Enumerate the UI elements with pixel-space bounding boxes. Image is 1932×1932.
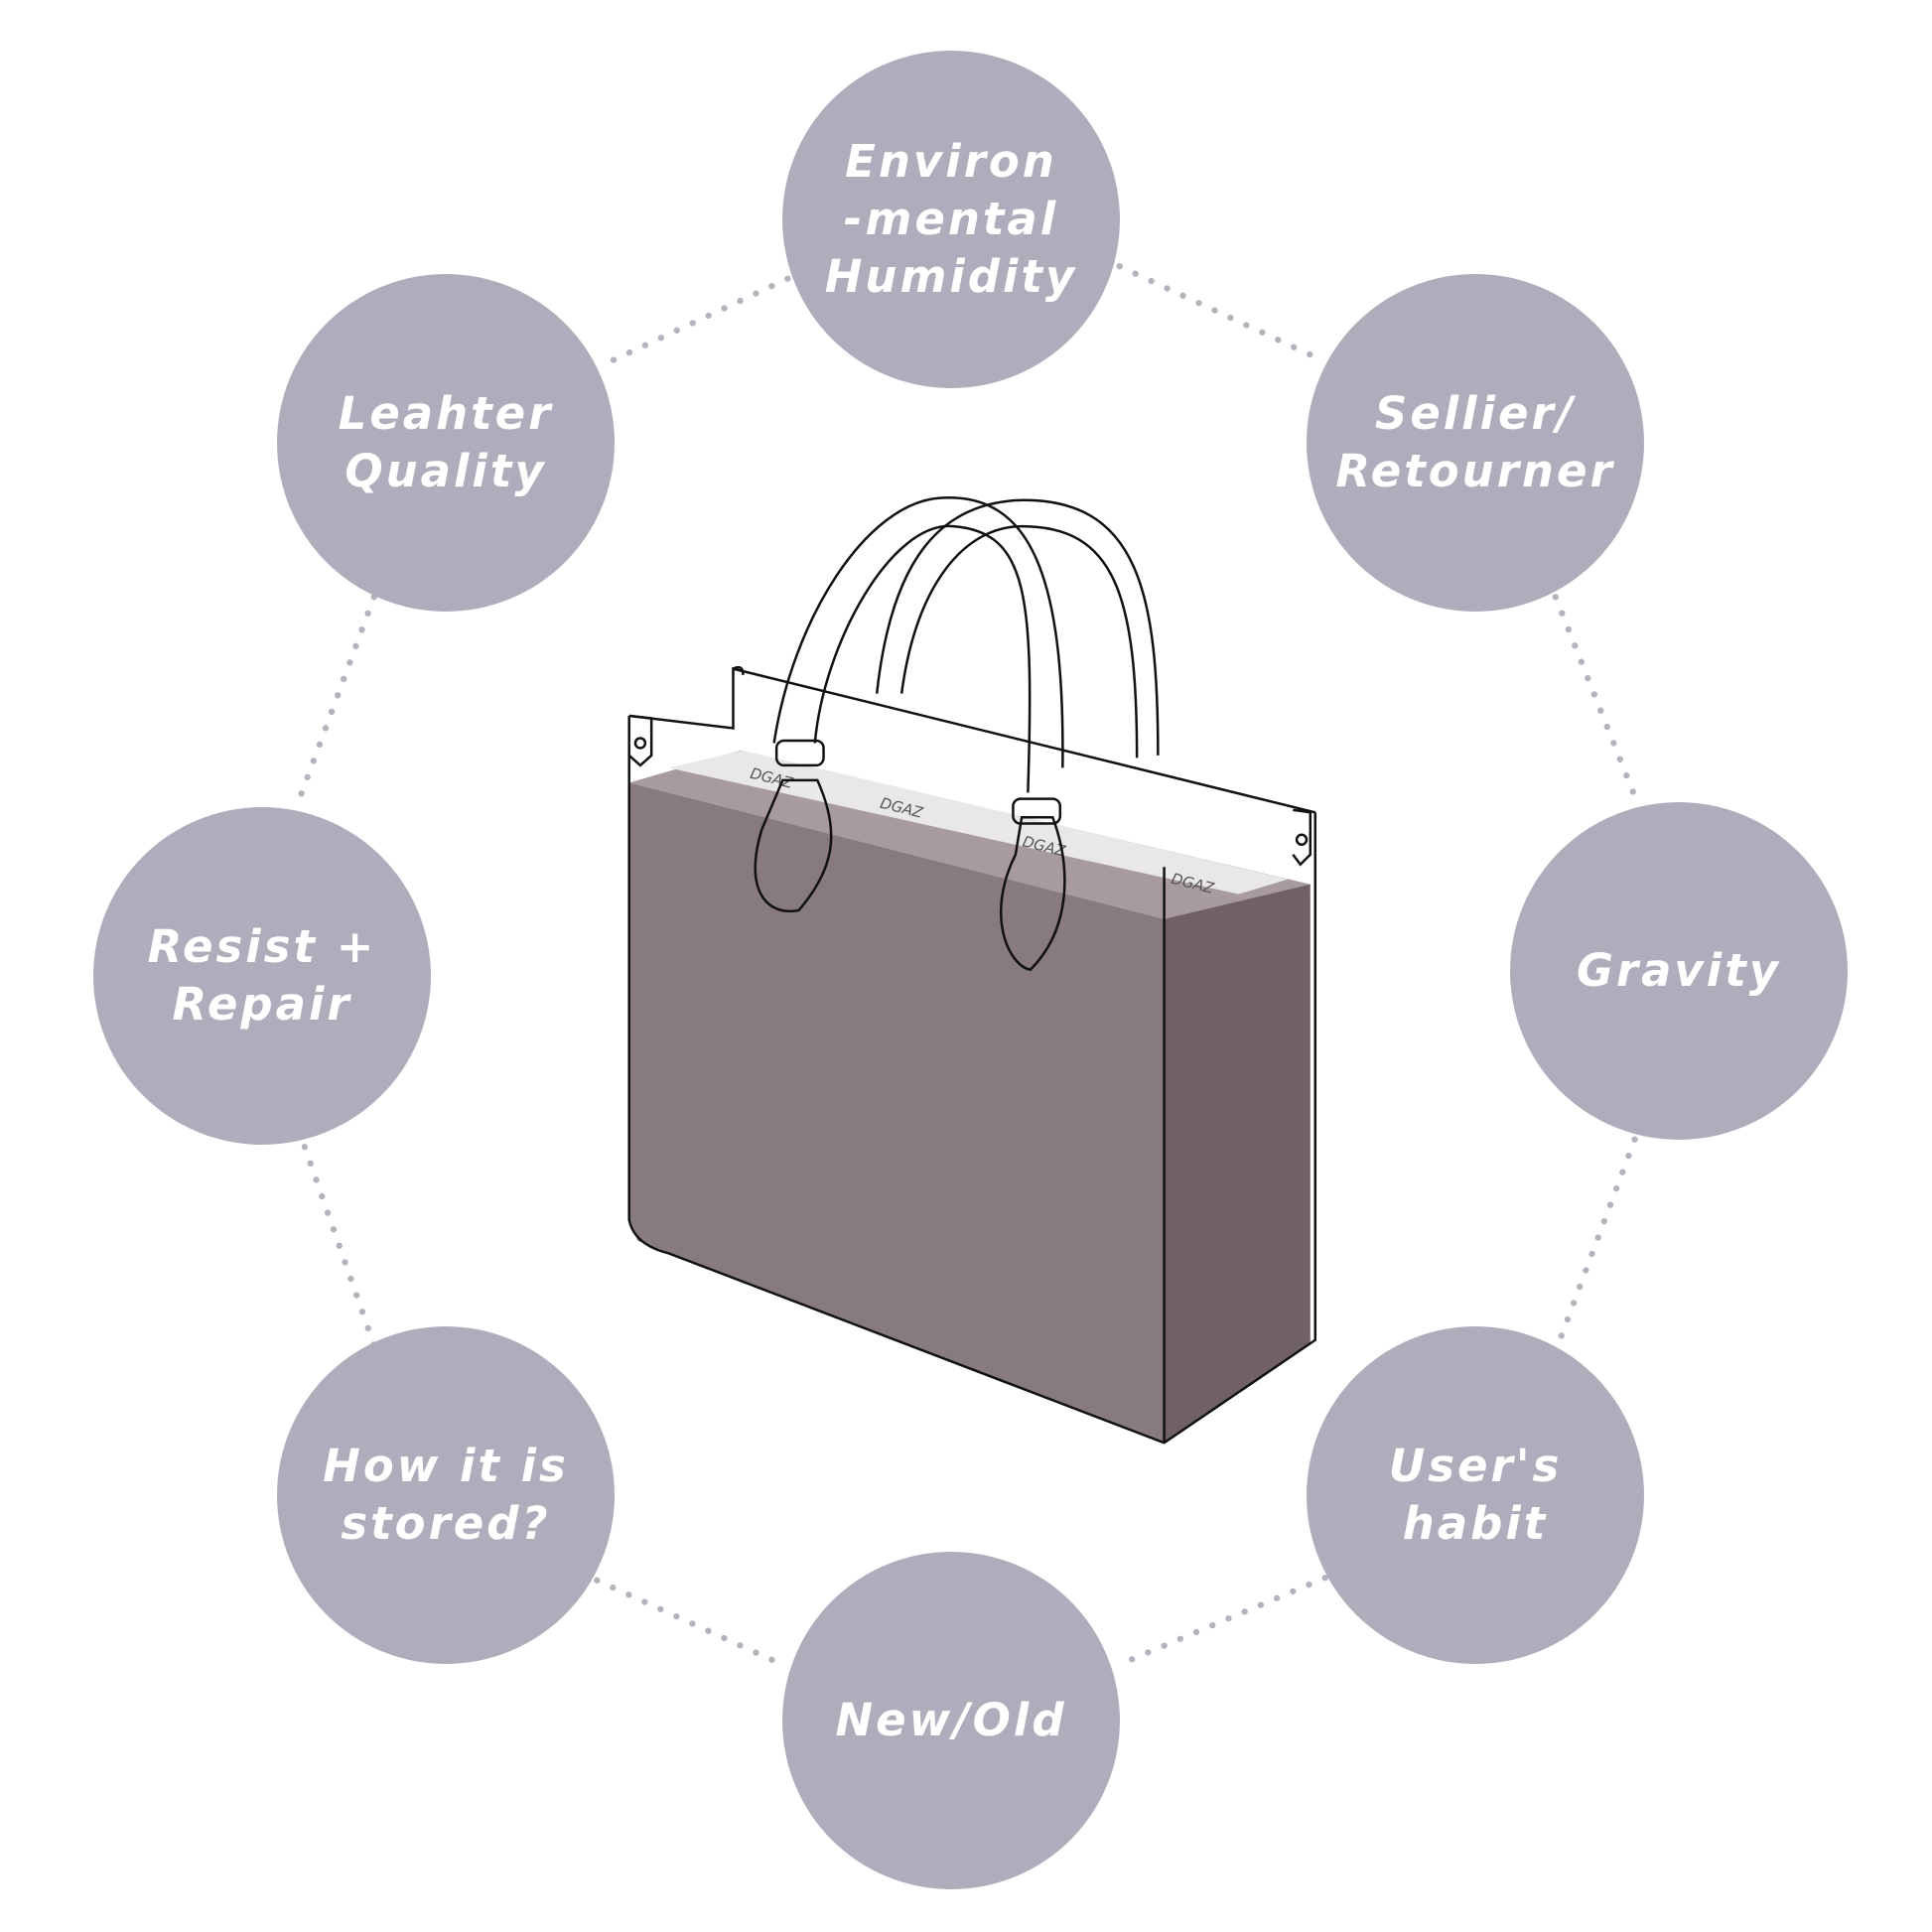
factor-users-habit: User's habit (1307, 1326, 1644, 1664)
factor-sellier-retourner: Sellier/ Retourner (1307, 274, 1644, 612)
factor-label: Environ -mental Humidity (824, 135, 1078, 303)
factor-leather-quality: Leahter Quality (277, 274, 615, 612)
factor-label: Leahter Quality (338, 387, 554, 497)
factor-new-old: New/Old (782, 1552, 1120, 1889)
factor-gravity: Gravity (1510, 802, 1848, 1140)
bag-illustration: DGAZ DGAZ DGAZ DGAZ (627, 496, 1317, 1445)
factor-label: Gravity (1576, 944, 1782, 997)
factor-how-stored: How it is stored? (277, 1326, 615, 1664)
factor-resist-repair: Resist + Repair (93, 807, 431, 1145)
factor-label: How it is stored? (323, 1440, 569, 1550)
factor-label: User's habit (1388, 1440, 1563, 1550)
factor-label: Resist + Repair (147, 920, 377, 1031)
factor-label: Sellier/ Retourner (1335, 387, 1615, 497)
factor-label: New/Old (835, 1694, 1067, 1746)
factor-environmental-humidity: Environ -mental Humidity (782, 51, 1120, 388)
